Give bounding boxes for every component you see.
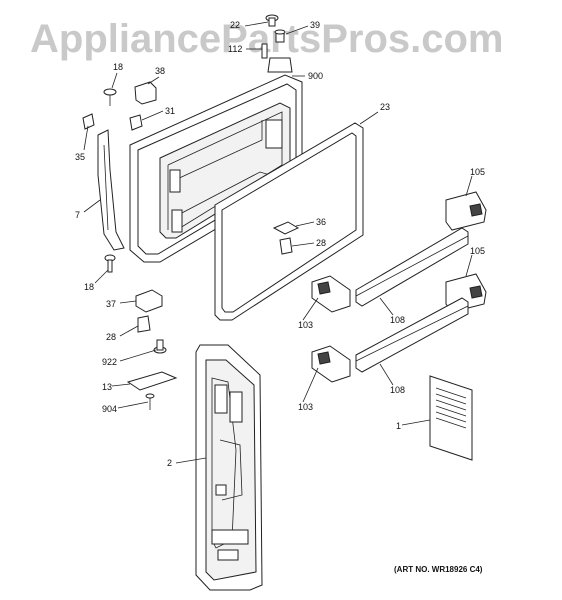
left-hardware-parts xyxy=(82,81,178,410)
art-number: (ART NO. WR18926 C4) xyxy=(394,565,483,574)
callout-31: 31 xyxy=(165,106,175,116)
bin-end-cap-105-upper xyxy=(445,191,487,231)
callout-13: 13 xyxy=(102,382,112,392)
callout-108-lower: 108 xyxy=(390,385,405,395)
callout-36: 36 xyxy=(316,217,326,227)
callout-37: 37 xyxy=(106,299,116,309)
callout-105-lower: 105 xyxy=(470,246,485,256)
bin-end-cap-103-upper xyxy=(311,275,351,313)
shelf-bar-108-upper xyxy=(355,227,469,307)
callout-18-lower: 18 xyxy=(84,282,94,292)
owners-manual-part-1 xyxy=(429,375,473,461)
callout-labels: 22 39 112 900 18 38 31 23 35 7 36 28 105… xyxy=(75,20,485,468)
callout-28-upper: 28 xyxy=(316,238,326,248)
top-hinge-parts xyxy=(261,14,293,73)
callout-28-lower: 28 xyxy=(106,332,116,342)
callout-38: 38 xyxy=(155,66,165,76)
callout-108-upper: 108 xyxy=(390,315,405,325)
callout-2: 2 xyxy=(167,458,172,468)
callout-103-upper: 103 xyxy=(298,320,313,330)
callout-105-upper: 105 xyxy=(470,167,485,177)
callout-7: 7 xyxy=(75,210,80,220)
callout-23: 23 xyxy=(380,102,390,112)
callout-900: 900 xyxy=(308,71,323,81)
shelf-bar-108-lower xyxy=(355,297,469,373)
callout-22: 22 xyxy=(230,20,240,30)
callout-904: 904 xyxy=(102,404,117,414)
stop-parts-36-28 xyxy=(272,221,300,255)
callout-18-upper: 18 xyxy=(113,62,123,72)
callout-39: 39 xyxy=(310,20,320,30)
callout-922: 922 xyxy=(102,357,117,367)
callout-112: 112 xyxy=(228,44,242,54)
door-frame-part-900 xyxy=(129,74,303,263)
leader-lines xyxy=(83,21,473,464)
callout-1: 1 xyxy=(396,421,401,431)
door-liner-part-2 xyxy=(195,344,263,591)
callout-35: 35 xyxy=(75,152,85,162)
callout-103-lower: 103 xyxy=(298,402,313,412)
bin-end-cap-103-lower xyxy=(311,345,351,383)
